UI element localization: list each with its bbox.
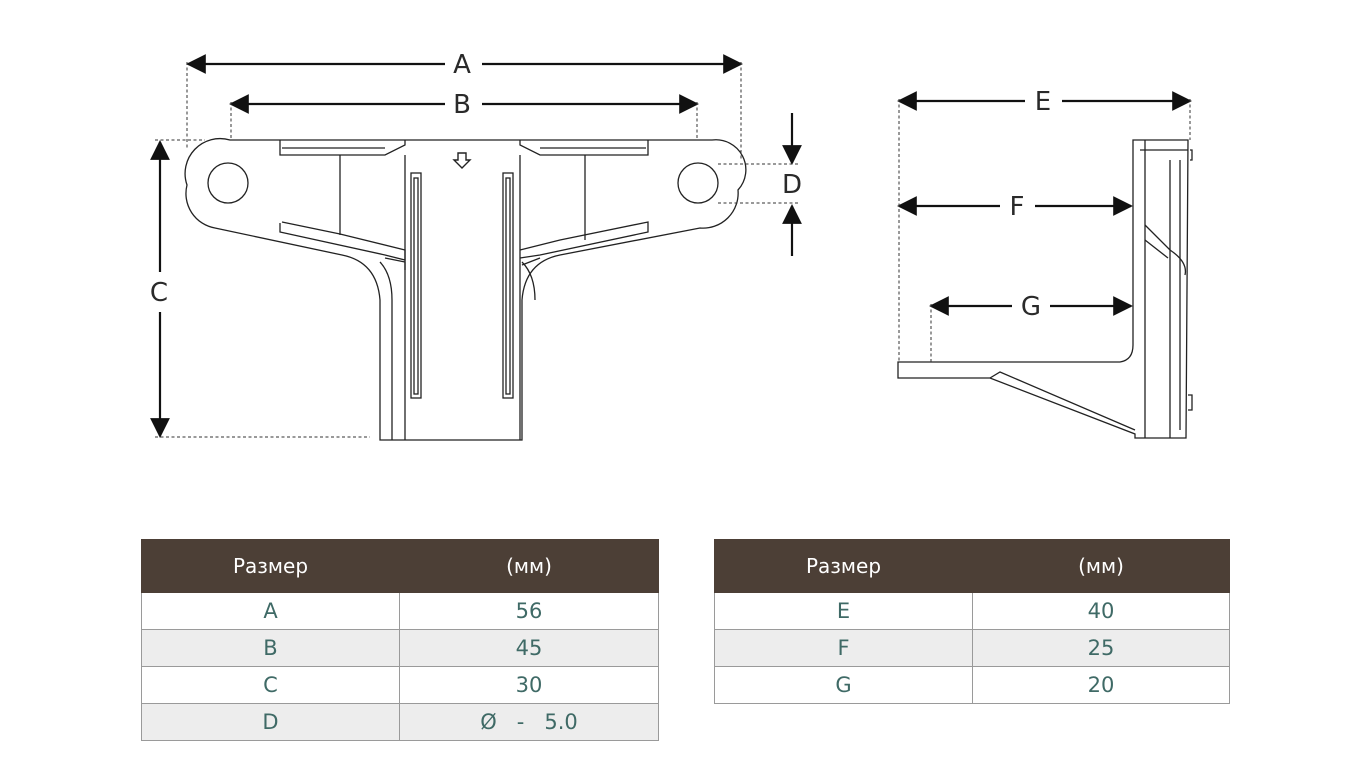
table-row: F 25 xyxy=(714,629,1230,667)
row-name: B xyxy=(141,629,400,667)
row-value: 25 xyxy=(972,629,1230,667)
table-header-row: Размер (мм) xyxy=(141,539,659,593)
dim-label-g: G xyxy=(1021,292,1041,322)
front-view-dimensions xyxy=(150,54,802,438)
front-view-extension-lines xyxy=(155,62,798,438)
header-unit: (мм) xyxy=(399,539,659,593)
row-name: A xyxy=(141,592,400,630)
row-value: 56 xyxy=(399,592,659,630)
dim-label-d: D xyxy=(782,170,802,200)
mount-hole-right xyxy=(677,162,719,204)
table-row: B 45 xyxy=(141,629,659,667)
row-name: D xyxy=(141,703,400,741)
slot-left xyxy=(410,172,422,399)
row-name: C xyxy=(141,666,400,704)
dimension-table-right: Размер (мм) E 40 F 25 G 20 xyxy=(714,539,1230,704)
table-header-row: Размер (мм) xyxy=(714,539,1230,593)
dimension-table-left: Размер (мм) A 56 B 45 C 30 D Ø - 5.0 xyxy=(141,539,659,741)
front-view xyxy=(184,137,747,441)
table-row: A 56 xyxy=(141,592,659,630)
table-row: C 30 xyxy=(141,666,659,704)
row-name: G xyxy=(714,666,973,704)
rib-bottom-left xyxy=(279,221,406,261)
mount-hole-left xyxy=(207,162,249,204)
row-value: 20 xyxy=(972,666,1230,704)
row-name: F xyxy=(714,629,973,667)
side-view-dimensions xyxy=(897,91,1192,316)
table-row: G 20 xyxy=(714,666,1230,704)
side-view-extension-lines xyxy=(898,99,1191,362)
bracket-outline xyxy=(184,137,747,441)
direction-arrow-icon xyxy=(452,152,472,169)
header-size: Размер xyxy=(714,539,973,593)
table-row: D Ø - 5.0 xyxy=(141,703,659,741)
row-value: 45 xyxy=(399,629,659,667)
dim-label-f: F xyxy=(1010,192,1025,222)
header-size: Размер xyxy=(141,539,400,593)
table-row: E 40 xyxy=(714,592,1230,630)
dim-label-c: C xyxy=(150,278,168,308)
rib-top-left xyxy=(279,140,406,156)
dim-label-e: E xyxy=(1035,87,1051,117)
slot-right xyxy=(502,172,514,399)
side-view xyxy=(897,139,1193,439)
row-value: Ø - 5.0 xyxy=(399,703,659,741)
dim-label-b: B xyxy=(453,90,471,120)
rib-bottom-right xyxy=(519,221,649,259)
row-name: E xyxy=(714,592,973,630)
rib-top-right xyxy=(519,140,649,156)
header-unit: (мм) xyxy=(972,539,1230,593)
side-profile xyxy=(897,139,1189,439)
row-value: 40 xyxy=(972,592,1230,630)
row-value: 30 xyxy=(399,666,659,704)
dim-label-a: A xyxy=(453,50,471,80)
